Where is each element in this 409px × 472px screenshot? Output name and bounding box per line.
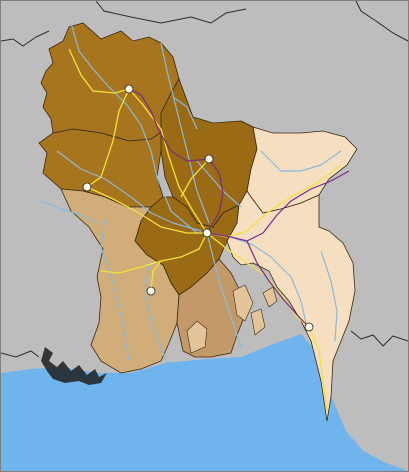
rivers	[40, 22, 342, 364]
city-rajshahi-marker[interactable]	[82, 182, 92, 192]
cities	[82, 84, 314, 332]
city-chittagong-marker[interactable]	[304, 322, 314, 332]
city-rangpur-marker[interactable]	[124, 84, 134, 94]
railways	[128, 88, 350, 328]
city-dhaka-marker[interactable]	[202, 228, 212, 238]
external-borders	[1, 1, 408, 358]
bay-of-bengal	[1, 334, 408, 471]
sundarbans-coast	[41, 347, 107, 385]
region-khulna[interactable]	[60, 188, 180, 374]
city-mymensingh-marker[interactable]	[204, 154, 214, 164]
coastal-islands	[186, 284, 278, 354]
city-khulna-marker[interactable]	[146, 286, 156, 296]
